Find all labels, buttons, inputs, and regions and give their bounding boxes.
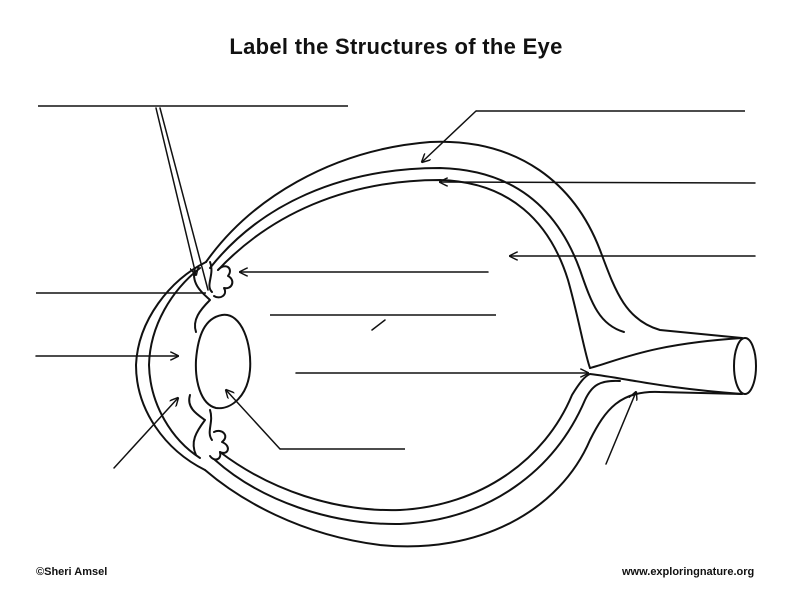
ciliary-body-bottom	[209, 430, 229, 461]
cornea-inner	[148, 267, 201, 459]
retina-lower	[219, 373, 591, 512]
ciliary-body-top	[213, 265, 234, 299]
pointer-iris	[155, 107, 196, 275]
pointer-optic-nerve	[605, 392, 636, 465]
pointer-sclera	[422, 110, 477, 162]
vitreous-pointer	[371, 319, 386, 331]
pointer-choroid	[440, 182, 756, 183]
copyright-text: ©Sheri Amsel	[36, 566, 108, 578]
pointer-ciliary	[159, 107, 209, 291]
sclera-outline	[204, 140, 743, 548]
iris-bottom	[188, 394, 213, 456]
optic-nerve	[589, 337, 743, 395]
pointer-lens	[226, 390, 281, 450]
retina-outline	[217, 179, 591, 369]
optic-nerve-end	[733, 337, 757, 395]
cornea	[135, 261, 207, 471]
choroid-outline	[209, 167, 625, 333]
website-text: www.exploringnature.org	[622, 566, 755, 578]
page-title: Label the Structures of the Eye	[229, 34, 563, 59]
pointer-cornea	[113, 398, 178, 469]
iris-top	[193, 261, 213, 333]
choroid-lower	[214, 379, 621, 526]
lens	[194, 313, 252, 410]
